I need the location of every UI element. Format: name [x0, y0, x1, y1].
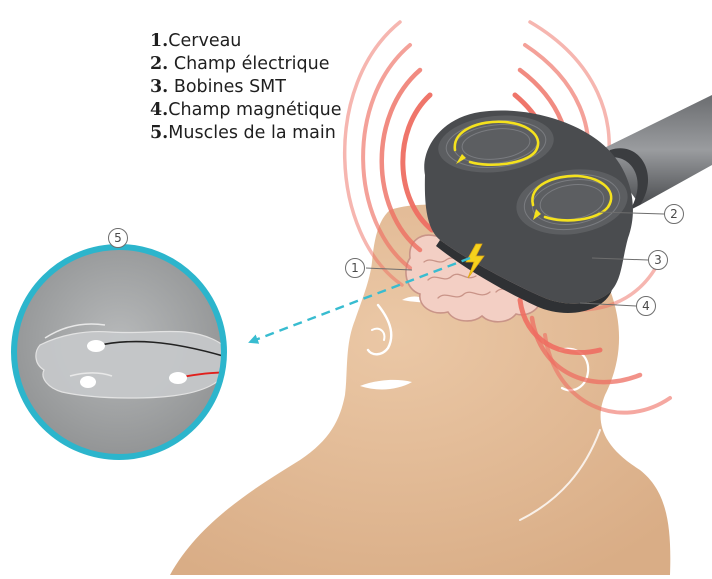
legend-item-bobines-smt: 3. Bobines SMT: [150, 76, 341, 99]
electrode: [80, 376, 96, 388]
legend-item-cerveau: 1.Cerveau: [150, 30, 341, 53]
callout-hand-muscles: 5: [108, 228, 128, 248]
callout-electric-field: 2: [664, 204, 684, 224]
legend-item-champ-magnetique: 4.Champ magnétique: [150, 99, 341, 122]
electrode: [169, 372, 187, 384]
legend-item-champ-electrique: 2. Champ électrique: [150, 53, 341, 76]
callout-tms-coils: 3: [648, 250, 668, 270]
electrode: [87, 340, 105, 352]
legend: 1.Cerveau 2. Champ électrique 3. Bobines…: [150, 30, 341, 145]
callout-brain: 1: [345, 258, 365, 278]
hand-inset: [14, 247, 240, 457]
callout-magnetic-field: 4: [636, 296, 656, 316]
legend-item-muscles-main: 5.Muscles de la main: [150, 122, 341, 145]
